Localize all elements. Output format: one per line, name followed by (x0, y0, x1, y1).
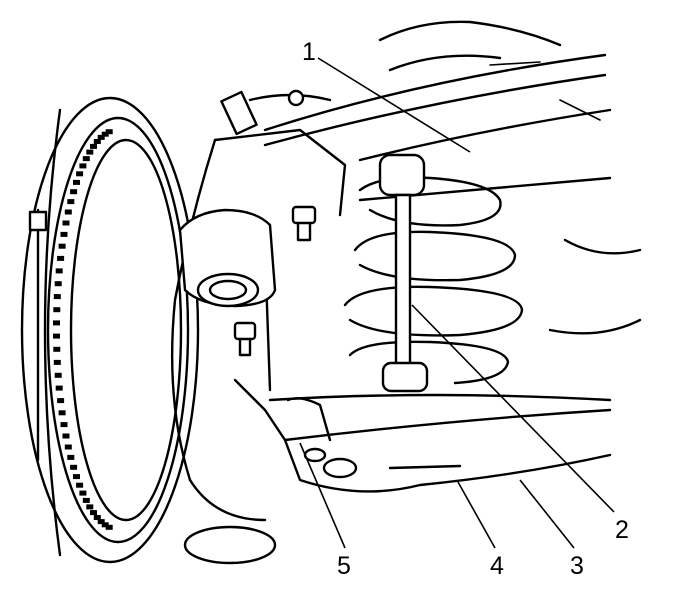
leader-4 (457, 481, 496, 549)
rotor-tooth (76, 482, 84, 488)
rotor-tooth (58, 243, 66, 249)
callout-4: 4 (490, 552, 504, 580)
rotor-tooth (101, 131, 109, 137)
rotor-tooth (97, 519, 105, 525)
rotor-vent-teeth (53, 129, 113, 530)
rotor-tooth (97, 134, 105, 140)
rotor-tooth (57, 398, 65, 404)
rotor-tooth (73, 474, 80, 480)
knuckle-bolts (233, 205, 317, 357)
rotor-tooth (82, 497, 90, 503)
rotor-tooth (58, 410, 66, 416)
rotor-tooth (57, 255, 65, 261)
rotor-tooth (53, 320, 60, 326)
lower-control-arm (268, 238, 642, 493)
rotor-tooth (64, 444, 72, 450)
callout-labels: 1 2 3 4 5 (302, 38, 629, 580)
steering-knuckle (170, 128, 347, 565)
rotor-tooth (70, 189, 78, 195)
rotor-tooth (79, 490, 87, 496)
rotor-tooth (54, 281, 62, 287)
rotor-tooth (67, 199, 75, 205)
rotor-tooth (93, 139, 101, 144)
rotor-tooth (101, 522, 109, 528)
rotor-tooth (70, 464, 78, 470)
stabilizer-shaft-bushing (178, 208, 277, 308)
coil-spring (343, 176, 524, 385)
callout-leaders (299, 57, 615, 549)
callout-2: 2 (615, 516, 629, 544)
rotor-tooth (55, 385, 63, 391)
stabilizer-link (378, 153, 429, 393)
rotor-tooth (53, 346, 61, 352)
callout-3: 3 (570, 552, 584, 580)
rotor-tooth (105, 129, 113, 135)
rotor-tooth (62, 220, 70, 226)
rotor-tooth (76, 171, 84, 177)
rotor-tooth (60, 422, 68, 428)
rotor-tooth (73, 179, 80, 185)
callout-5: 5 (337, 552, 351, 580)
rotor-tooth (82, 156, 90, 162)
rotor-tooth (67, 454, 75, 460)
rotor-tooth (79, 163, 87, 169)
rotor-tooth (86, 149, 94, 155)
rotor-tooth (54, 372, 62, 378)
upper-control-arm (263, 20, 612, 202)
leader-2 (411, 304, 615, 513)
rotor-tooth (93, 515, 101, 520)
leader-1 (317, 57, 471, 153)
rotor-tooth (62, 433, 70, 439)
leader-3 (519, 479, 575, 549)
rotor-tooth (60, 231, 68, 237)
rotor-tooth (90, 143, 97, 149)
rotor-tooth (53, 294, 61, 300)
rotor-tooth (105, 524, 113, 530)
rotor-tooth (55, 268, 63, 274)
callout-1: 1 (302, 38, 316, 66)
leader-5 (299, 442, 346, 549)
rotor-tooth (53, 307, 61, 313)
rotor-tooth (64, 209, 72, 215)
rotor-tooth (86, 504, 94, 510)
rotor-tooth (90, 510, 97, 516)
brake-line-bracket (220, 89, 332, 136)
rotor-tooth (53, 333, 60, 339)
rotor-tooth (53, 359, 61, 365)
